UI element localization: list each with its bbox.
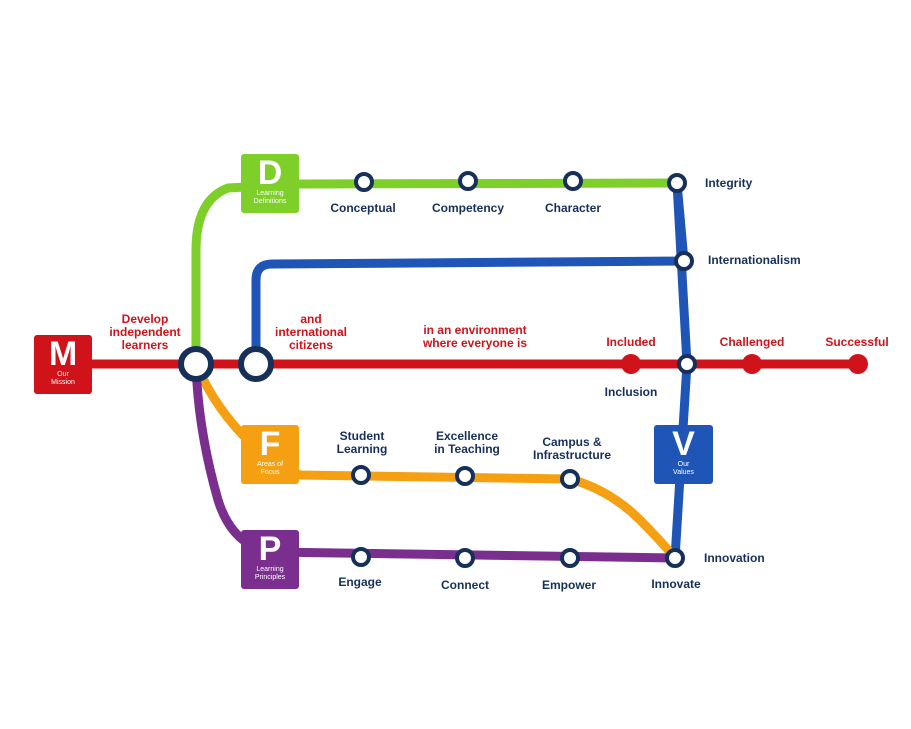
mission-caption: Our Mission [51,371,75,386]
station-inclusion [677,354,697,374]
mission-phrase-develop: Develop independent learners [109,312,181,352]
label-excellence: Excellence in Teaching [434,429,500,456]
label-successful: Successful [825,335,889,349]
label-challenged: Challenged [719,335,785,349]
focus-badge: F Areas of Focus [241,425,299,484]
focus-line [191,359,680,563]
station-campus [560,469,580,489]
label-innovation: Innovation [704,551,765,565]
station-integrity [667,173,687,193]
principles-caption: Learning Principles [254,566,286,581]
definitions-line [191,178,682,369]
label-student-learning: Student Learning [336,429,388,456]
label-campus: Campus & Infrastructure [532,435,612,462]
principles-letter: P [258,530,282,568]
station-successful [848,354,868,374]
values-letter: V [672,425,695,463]
station-engage [351,547,371,567]
definitions-caption: Learning Definitions [253,190,287,205]
station-excellence [455,466,475,486]
hub-international [238,346,274,382]
mission-badge: M Our Mission [34,335,92,394]
station-connect [455,548,475,568]
station-competency [458,171,478,191]
label-integrity: Integrity [705,176,753,190]
station-included [621,354,641,374]
station-empower [560,548,580,568]
label-connect: Connect [441,578,489,592]
definitions-letter: D [257,154,283,192]
station-innovate [665,548,685,568]
label-inclusion: Inclusion [604,385,658,399]
station-student-learning [351,465,371,485]
label-competency: Competency [431,201,505,215]
values-badge: V Our Values [654,425,713,484]
label-innovate: Innovate [651,577,701,591]
mission-letter: M [48,335,78,373]
label-internationalism: Internationalism [708,253,801,267]
label-empower: Empower [541,578,597,592]
label-engage: Engage [338,575,382,589]
definitions-badge: D Learning Definitions [241,154,299,213]
mission-phrase-international: and international citizens [274,312,347,352]
station-character [563,171,583,191]
values-line [251,178,692,563]
label-conceptual: Conceptual [330,201,396,215]
station-conceptual [354,172,374,192]
label-included: Included [606,335,656,349]
station-internationalism [674,251,694,271]
values-caption: Our Values [673,461,694,476]
hub-develop [178,346,214,382]
station-challenged [742,354,762,374]
principles-badge: P Learning Principles [241,530,299,589]
focus-letter: F [259,425,281,463]
focus-caption: Areas of Focus [256,461,284,476]
mission-phrase-environment: in an environment where everyone is [422,323,528,350]
label-character: Character [544,201,602,215]
